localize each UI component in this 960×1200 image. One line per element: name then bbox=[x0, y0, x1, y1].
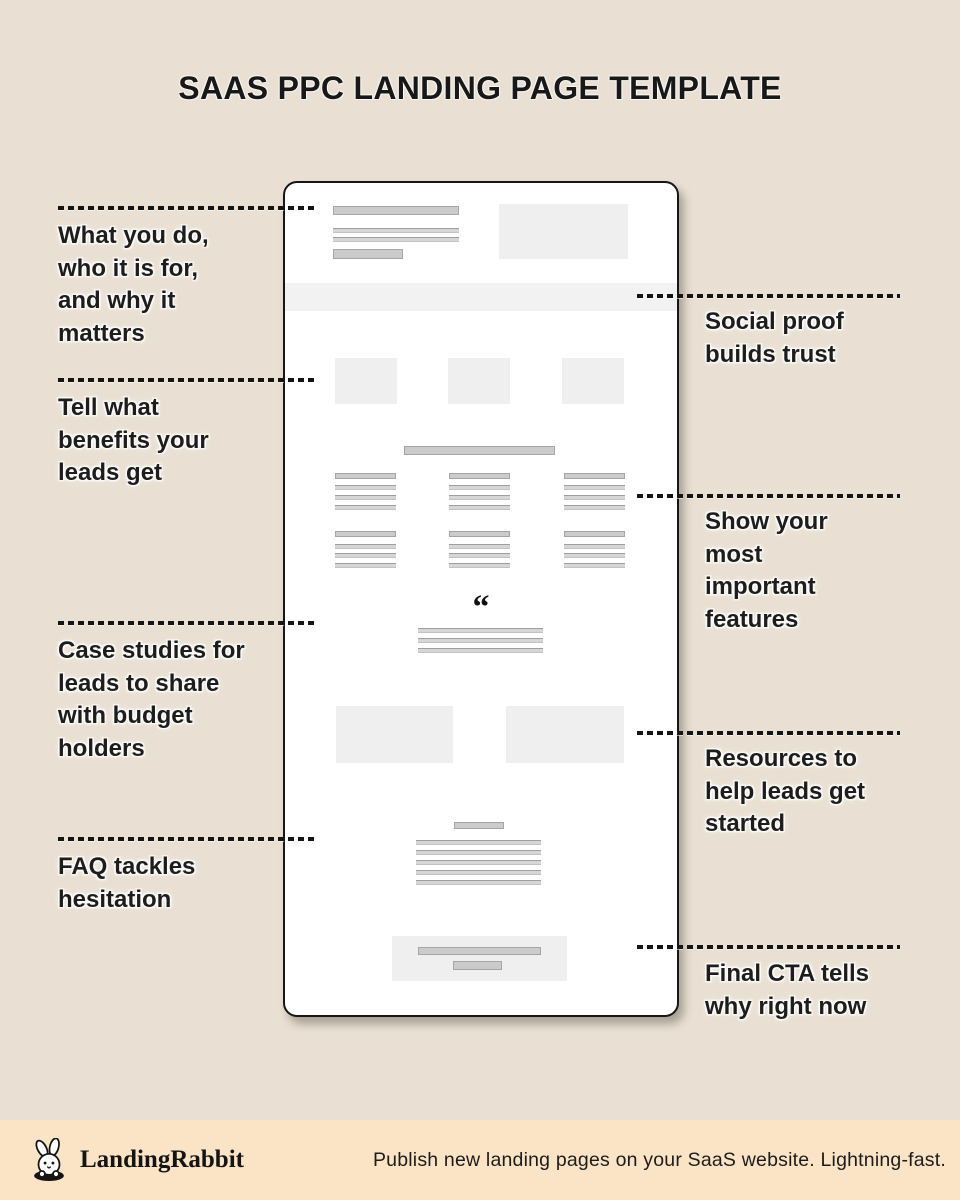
annotation-social-proof: Social proof builds trust bbox=[705, 308, 844, 368]
resource-card-placeholder bbox=[336, 706, 453, 763]
feature-title-bar bbox=[449, 473, 510, 479]
faq-text-line bbox=[416, 860, 541, 865]
brand-name: LandingRabbit bbox=[80, 1146, 244, 1173]
faq-text-line bbox=[416, 880, 541, 885]
hero-image-placeholder bbox=[499, 204, 628, 259]
connector-dotted-line bbox=[58, 621, 318, 625]
features-heading-bar bbox=[404, 446, 555, 455]
connector-dotted-line bbox=[58, 837, 318, 841]
feature-title-bar bbox=[335, 531, 396, 537]
quote-text-line bbox=[418, 628, 543, 633]
benefit-card-placeholder bbox=[448, 358, 510, 404]
footer-tagline: Publish new landing pages on your SaaS w… bbox=[372, 1148, 946, 1171]
feature-text-line bbox=[449, 544, 510, 549]
annotation-final-cta: Final CTA tells why right now bbox=[705, 960, 870, 1020]
final-cta-headline-bar bbox=[418, 947, 541, 955]
feature-title-bar bbox=[449, 531, 510, 537]
faq-text-line bbox=[416, 840, 541, 845]
feature-text-line bbox=[335, 563, 396, 568]
quote-text-line bbox=[418, 648, 543, 653]
connector-dotted-line bbox=[637, 494, 900, 498]
hero-headline-bar bbox=[333, 206, 459, 215]
feature-text-line bbox=[335, 505, 396, 510]
landing-page-wireframe: “ bbox=[283, 181, 679, 1017]
annotation-faq: FAQ tackles hesitation bbox=[58, 853, 196, 913]
feature-text-line bbox=[564, 544, 625, 549]
hero-subtext-line bbox=[333, 228, 459, 233]
faq-heading-bar bbox=[454, 822, 504, 829]
feature-text-line bbox=[564, 553, 625, 558]
social-proof-strip bbox=[285, 283, 677, 311]
connector-dotted-line bbox=[58, 206, 318, 210]
feature-title-bar bbox=[335, 473, 396, 479]
feature-title-bar bbox=[564, 531, 625, 537]
hero-cta-button-placeholder bbox=[333, 249, 403, 259]
brand-logo: LandingRabbit bbox=[28, 1138, 244, 1182]
feature-text-line bbox=[449, 495, 510, 500]
feature-text-line bbox=[449, 485, 510, 490]
connector-dotted-line bbox=[637, 731, 900, 735]
feature-title-bar bbox=[564, 473, 625, 479]
final-cta-box bbox=[392, 936, 567, 981]
benefit-card-placeholder bbox=[562, 358, 624, 404]
connector-dotted-line bbox=[58, 378, 318, 382]
feature-text-line bbox=[335, 495, 396, 500]
page-title: SAAS PPC LANDING PAGE TEMPLATE bbox=[178, 70, 782, 106]
feature-text-line bbox=[449, 505, 510, 510]
faq-text-line bbox=[416, 850, 541, 855]
hero-subtext-line bbox=[333, 237, 459, 242]
annotation-hero: What you do, who it is for, and why it m… bbox=[58, 222, 209, 347]
feature-text-line bbox=[335, 553, 396, 558]
benefit-card-placeholder bbox=[335, 358, 397, 404]
feature-text-line bbox=[564, 495, 625, 500]
quote-text-line bbox=[418, 638, 543, 643]
feature-text-line bbox=[335, 485, 396, 490]
feature-text-line bbox=[564, 485, 625, 490]
resource-card-placeholder bbox=[506, 706, 624, 763]
final-cta-button-placeholder bbox=[453, 961, 502, 970]
connector-dotted-line bbox=[637, 294, 900, 298]
annotation-resources: Resources to help leads get started bbox=[705, 745, 866, 837]
annotation-features: Show your most important features bbox=[705, 508, 828, 633]
annotation-benefits: Tell what benefits your leads get bbox=[58, 394, 209, 486]
feature-text-line bbox=[449, 563, 510, 568]
feature-text-line bbox=[449, 553, 510, 558]
quote-mark-icon: “ bbox=[472, 589, 490, 626]
rabbit-icon bbox=[34, 1138, 64, 1181]
feature-text-line bbox=[564, 563, 625, 568]
footer: LandingRabbit Publish new landing pages … bbox=[0, 1120, 960, 1200]
feature-text-line bbox=[335, 544, 396, 549]
connector-dotted-line bbox=[637, 945, 900, 949]
faq-text-line bbox=[416, 870, 541, 875]
annotation-case-studies: Case studies for leads to share with bud… bbox=[58, 637, 245, 762]
feature-text-line bbox=[564, 505, 625, 510]
